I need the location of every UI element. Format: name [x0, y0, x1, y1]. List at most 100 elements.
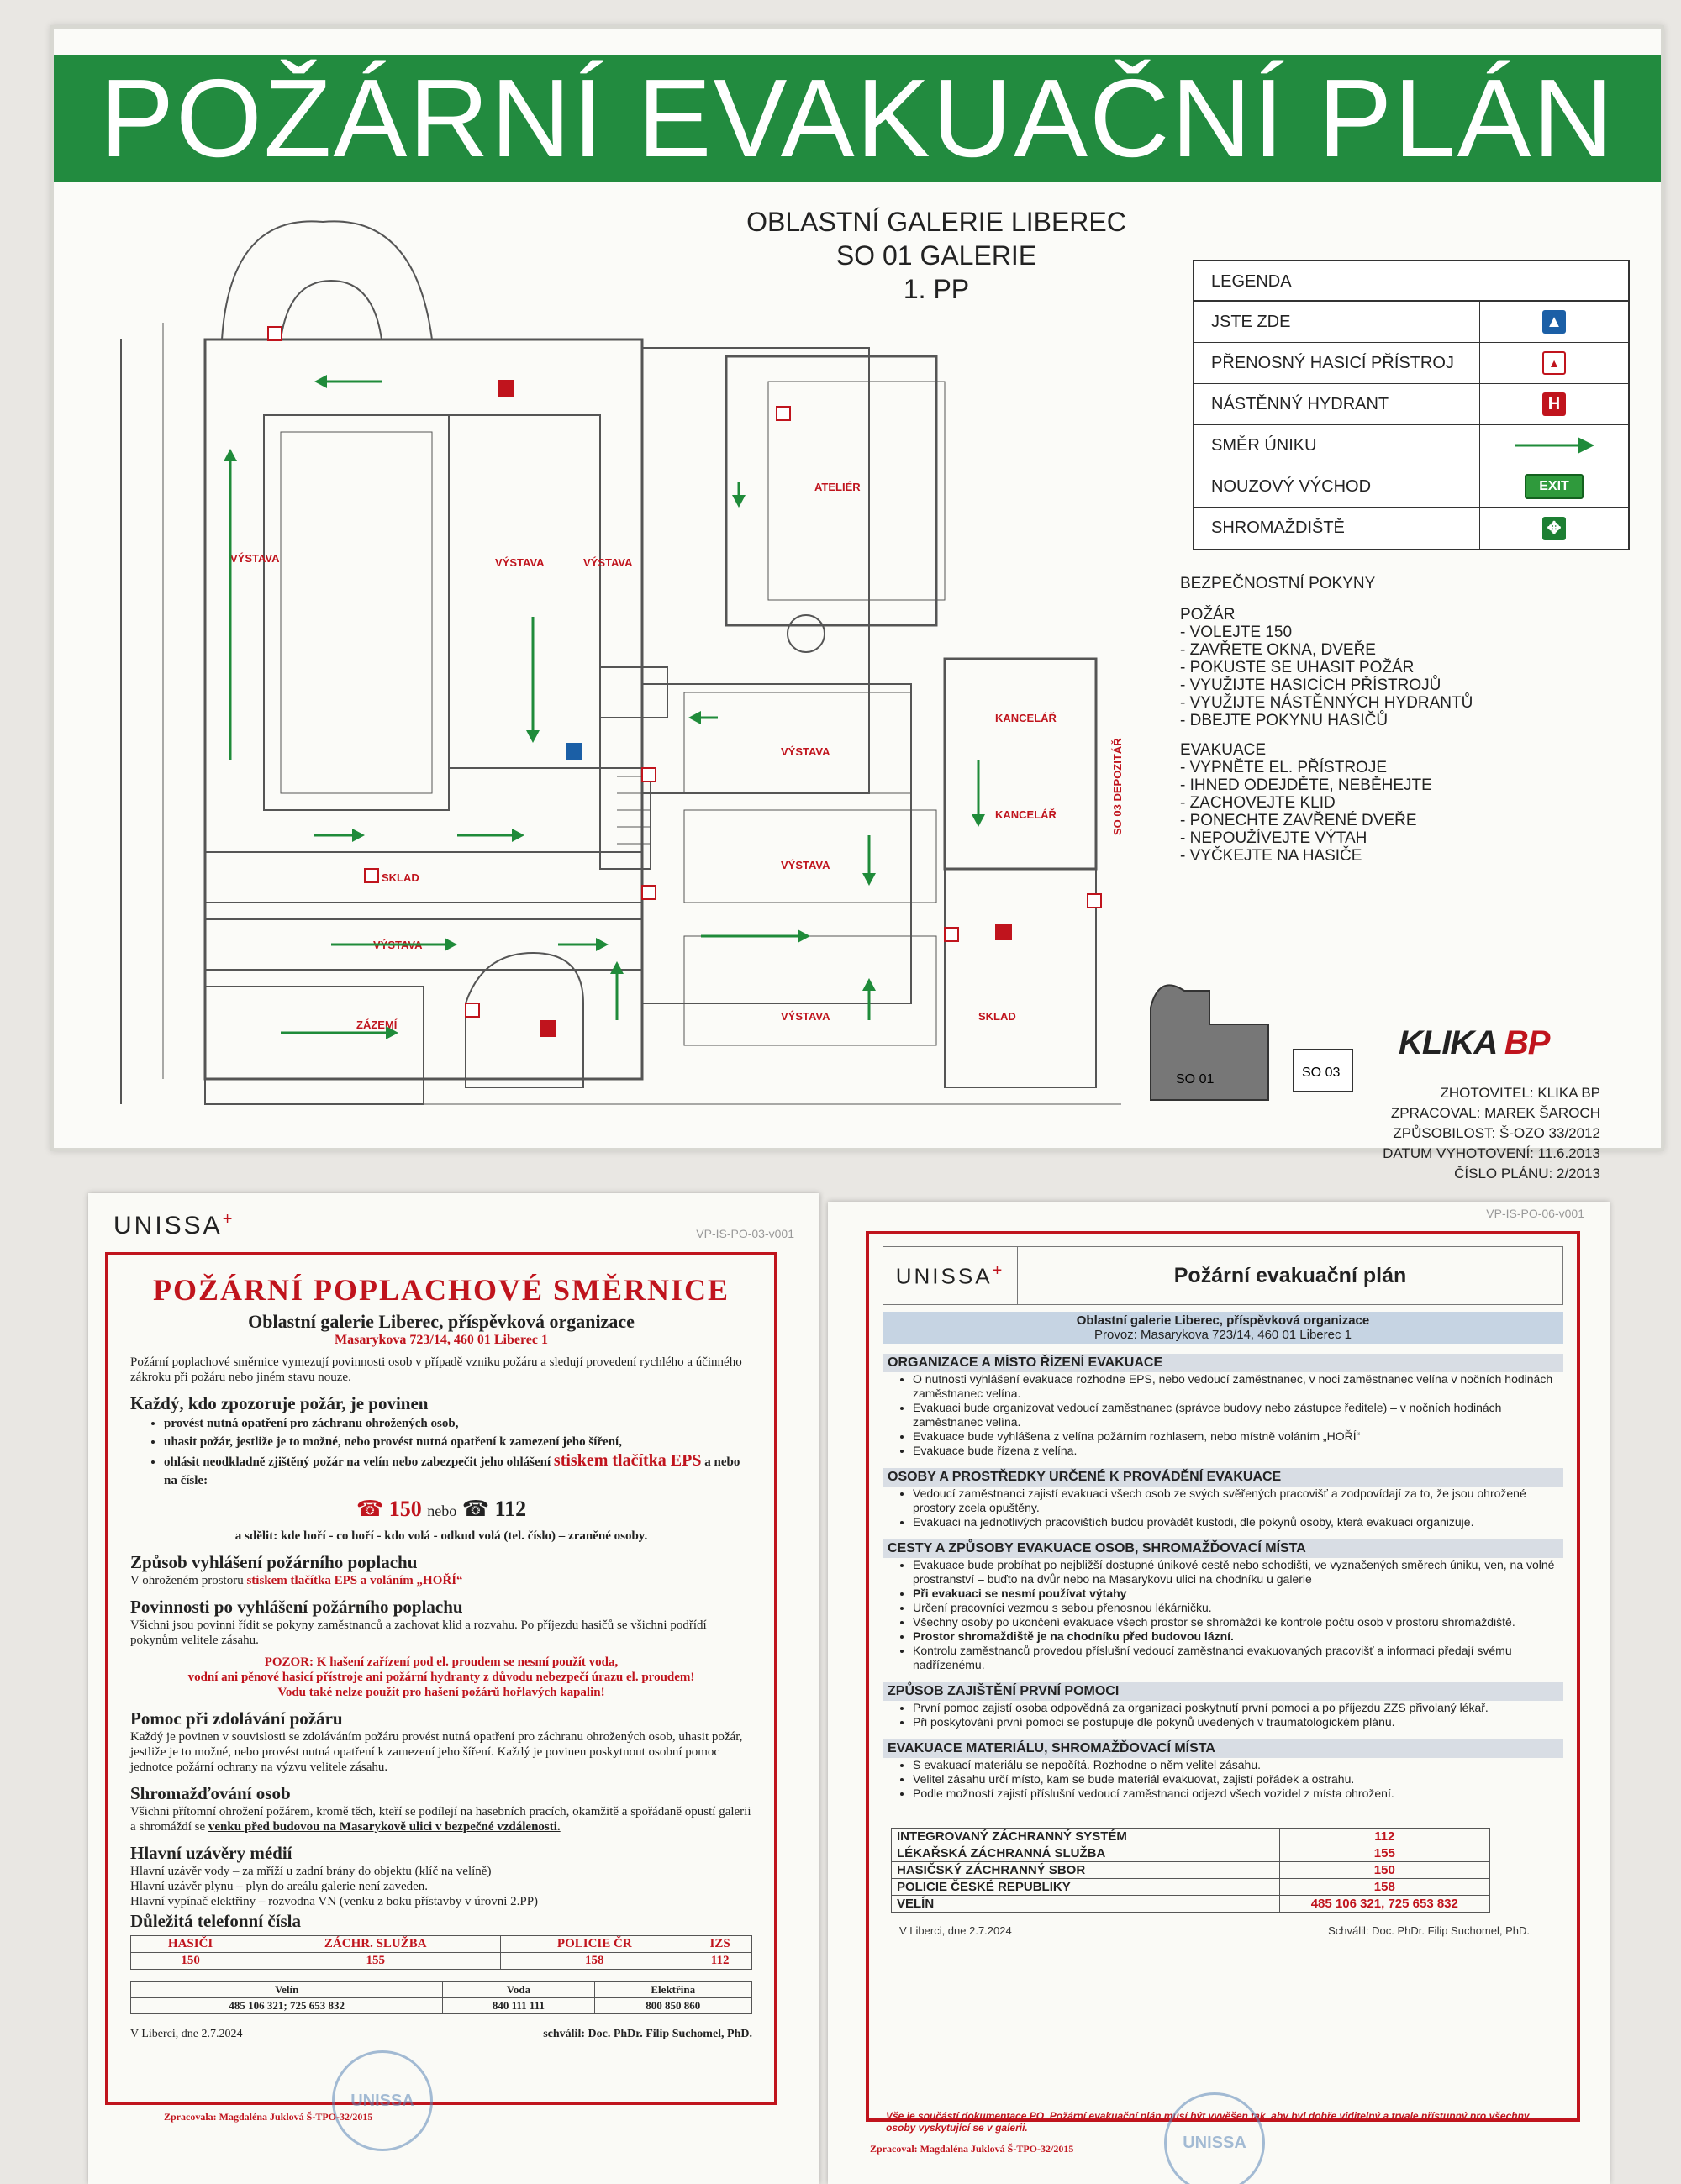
evac-instruction: - NEPOUŽÍVEJTE VÝTAH [1180, 829, 1367, 847]
legend-label: JSTE ZDE [1194, 302, 1480, 342]
site-label-so03: SO 03 [1302, 1066, 1340, 1080]
plan-item: Evakuace bude probíhat po nejbližší dost… [913, 1558, 1563, 1587]
phone-cell: 158 [500, 1952, 689, 1970]
utility-cell: 840 111 111 [442, 1997, 595, 2014]
announce-text: V ohroženém prostoru stiskem tlačítka EP… [130, 1574, 463, 1587]
section-heading: Způsob vyhlášení požárního poplachu [130, 1552, 418, 1572]
creator-line: ČÍSLO PLÁNU: 2/2013 [1454, 1166, 1600, 1181]
legend-header: LEGENDA [1194, 261, 1628, 302]
plan-section: OSOBY A PROSTŘEDKY URČENÉ K PROVÁDĚNÍ EV… [883, 1468, 1563, 1529]
plan-item: Vedoucí zaměstnanci zajistí evakuaci vše… [913, 1487, 1563, 1515]
fire-instruction: - VOLEJTE 150 [1180, 624, 1293, 641]
plan-section: ORGANIZACE A MÍSTO ŘÍZENÍ EVAKUACE O nut… [883, 1354, 1563, 1458]
plan-section-title: EVAKUACE MATERIÁLU, SHROMAŽĎOVACÍ MÍSTA [883, 1739, 1563, 1758]
prepared-by: Zpracovala: Magdaléna Juklová Š-TPO-32/2… [164, 2111, 373, 2123]
plan-item: Velitel zásahu určí místo, kam se bude m… [913, 1772, 1563, 1787]
phone-col-header: ZÁCHR. SLUŽBA [250, 1935, 502, 1953]
fire-extinguisher-icon: ▲ [1542, 351, 1566, 375]
duty-item: ohlásit neodkladně zjištěný požár na vel… [164, 1451, 752, 1490]
section-heading: Shromažďování osob [130, 1783, 291, 1803]
room-label-storage: SKLAD [978, 1010, 1016, 1023]
utility-cell: 800 850 860 [593, 1997, 753, 2014]
escape-route-arrows [224, 375, 985, 1039]
contact-label: HASIČSKÝ ZÁCHRANNÝ SBOR [891, 1861, 1280, 1879]
section-heading: Hlavní uzávěry médií [130, 1843, 292, 1863]
evacuation-poster: POŽÁRNÍ EVAKUAČNÍ PLÁN OBLASTNÍ GALERIE … [50, 25, 1664, 1181]
organization-address: Masarykova 723/14, 460 01 Liberec 1 [335, 1333, 548, 1347]
evac-section-title: EVAKUACE [1180, 741, 1267, 759]
electric-warning: POZOR: K hašení zařízení pod el. proudem… [187, 1655, 695, 1699]
fire-section-title: POŽÁR [1180, 606, 1236, 624]
plan-section: EVAKUACE MATERIÁLU, SHROMAŽĎOVACÍ MÍSTA … [883, 1739, 1563, 1801]
room-label-exhibition: VÝSTAVA [230, 552, 280, 565]
utility-cell: 485 106 321; 725 653 832 [129, 1997, 444, 2014]
legend-row: SMĚR ÚNIKU [1194, 425, 1628, 466]
plan-title: Požární evakuační plán [1173, 1263, 1407, 1287]
creator-info: ZHOTOVITEL: KLIKA BP ZPRACOVAL: MAREK ŠA… [1348, 1083, 1600, 1184]
phone-number: 150 [388, 1497, 422, 1521]
room-label-storage: SKLAD [382, 871, 419, 884]
room-label-office: KANCELÁŘ [995, 712, 1057, 724]
plan-item: O nutnosti vyhlášení evakuace rozhodne E… [913, 1372, 1563, 1401]
room-label-office: KANCELÁŘ [995, 808, 1057, 821]
section-heading: Důležitá telefonní čísla [130, 1911, 301, 1931]
gather-text: Všichni přítomní ohrožení požárem, kromě… [130, 1805, 751, 1834]
escape-arrow-icon [1515, 437, 1594, 454]
phone-col-header: IZS [688, 1935, 752, 1953]
exit-sign-icon: EXIT [1525, 474, 1584, 499]
legend-row: JSTE ZDE ▲ [1194, 302, 1628, 343]
fire-instruction: - VYUŽIJTE HASICÍCH PŘÍSTROJŮ [1180, 676, 1441, 694]
doc-code: VP-IS-PO-03-v001 [696, 1227, 794, 1240]
plan-item: Všechny osoby po ukončení evakuace všech… [913, 1615, 1563, 1629]
organization-name: Oblastní galerie Liberec, příspěvková or… [248, 1311, 635, 1332]
alarm-directive-sheet: UNISSA+ VP-IS-PO-03-v001 POŽÁRNÍ POPLACH… [88, 1193, 819, 2184]
doc-code: VP-IS-PO-06-v001 [1486, 1207, 1584, 1220]
plan-item: Evakuaci bude organizovat vedoucí zaměst… [913, 1401, 1563, 1429]
contact-number: 485 106 321, 725 653 832 [1278, 1895, 1490, 1913]
plan-section: ZPŮSOB ZAJIŠTĚNÍ PRVNÍ POMOCI První pomo… [883, 1682, 1563, 1729]
contact-number: 158 [1278, 1878, 1490, 1896]
safety-instructions: BEZPEČNOSTNÍ POKYNY POŽÁR - VOLEJTE 150 … [1180, 575, 1617, 865]
evac-instruction: - VYČKEJTE NA HASIČE [1180, 847, 1362, 865]
unissa-logo: UNISSA+ [895, 1261, 1005, 1289]
klika-bp-logo: KLIKA BP [1399, 1024, 1550, 1062]
utility-header: Voda [442, 1981, 595, 1998]
phone-cell: 150 [129, 1952, 251, 1970]
floor-plan: VÝSTAVA VÝSTAVA VÝSTAVA ATELIÉR VÝSTAVA … [120, 220, 1121, 1105]
plan-item: Při poskytování první pomoci se postupuj… [913, 1715, 1563, 1729]
directive-title: POŽÁRNÍ POPLACHOVÉ SMĚRNICE [152, 1273, 730, 1307]
room-label-exhibition: VÝSTAVA [495, 556, 545, 569]
room-label-depository: SO 03 DEPOZITÁŘ [1111, 738, 1121, 835]
unissa-logo: UNISSA+ [113, 1210, 235, 1239]
plan-section: CESTY A ZPŮSOBY EVAKUACE OSOB, SHROMAŽĎO… [883, 1539, 1563, 1672]
phone-table: HASIČI ZÁCHR. SLUŽBA POLICIE ČR IZS 150 … [129, 1935, 752, 1970]
evac-instruction: - PONECHTE ZAVŘENÉ DVEŘE [1180, 812, 1417, 829]
evacuation-plan-frame: UNISSA+ Požární evakuační plán Oblastní … [866, 1231, 1580, 2134]
evac-instructions: - VYPNĚTE EL. PŘÍSTROJE - IHNED ODEJDĚTE… [1180, 759, 1617, 865]
section-heading: Pomoc při zdolávání požáru [130, 1708, 343, 1729]
prepared-by: Zpracoval: Magdaléna Juklová Š-TPO-32/20… [870, 2143, 1074, 2155]
fire-instruction: - ZAVŘETE OKNA, DVEŘE [1180, 641, 1376, 659]
creator-line: ZPŮSOBILOST: Š-OZO 33/2012 [1393, 1125, 1600, 1141]
contact-number: 150 [1278, 1861, 1490, 1879]
contact-number: 112 [1278, 1828, 1490, 1845]
evac-instruction: - IHNED ODEJDĚTE, NEBĚHEJTE [1180, 776, 1432, 794]
plan-heading: OBLASTNÍ GALERIE LIBEREC SO 01 GALERIE 1… [718, 205, 1155, 306]
section-heading: Každý, kdo zpozoruje požár, je povinen [130, 1393, 429, 1413]
phone-icon: ☎ [461, 1497, 490, 1521]
creator-line: ZHOTOVITEL: KLIKA BP [1440, 1085, 1600, 1101]
duties-text: Všichni jsou povinni řídit se pokyny zam… [130, 1618, 707, 1647]
legend-label: NOUZOVÝ VÝCHOD [1194, 466, 1480, 507]
plan-header: UNISSA+ Požární evakuační plán [883, 1246, 1563, 1305]
phone-icon: ☎ [356, 1497, 384, 1521]
hydrant-markers [498, 380, 1012, 1037]
plan-item: První pomoc zajistí osoba odpovědná za o… [913, 1701, 1563, 1715]
report-instructions: a sdělit: kde hoří - co hoří - kdo volá … [234, 1529, 648, 1543]
main-shutoff-item: Hlavní uzávěr plynu – plyn do areálu gal… [130, 1880, 429, 1893]
emergency-phones: ☎ 150 nebo ☎ 112 [356, 1497, 527, 1521]
contact-label: INTEGROVANÝ ZÁCHRANNÝ SYSTÉM [891, 1828, 1280, 1845]
plan-item: Podle možností zajistí příslušní vedoucí… [913, 1787, 1563, 1801]
creator-line: DATUM VYHOTOVENÍ: 11.6.2013 [1383, 1145, 1600, 1161]
safety-title: BEZPEČNOSTNÍ POKYNY [1180, 575, 1376, 592]
alarm-directive-frame: POŽÁRNÍ POPLACHOVÉ SMĚRNICE Oblastní gal… [105, 1252, 777, 2105]
